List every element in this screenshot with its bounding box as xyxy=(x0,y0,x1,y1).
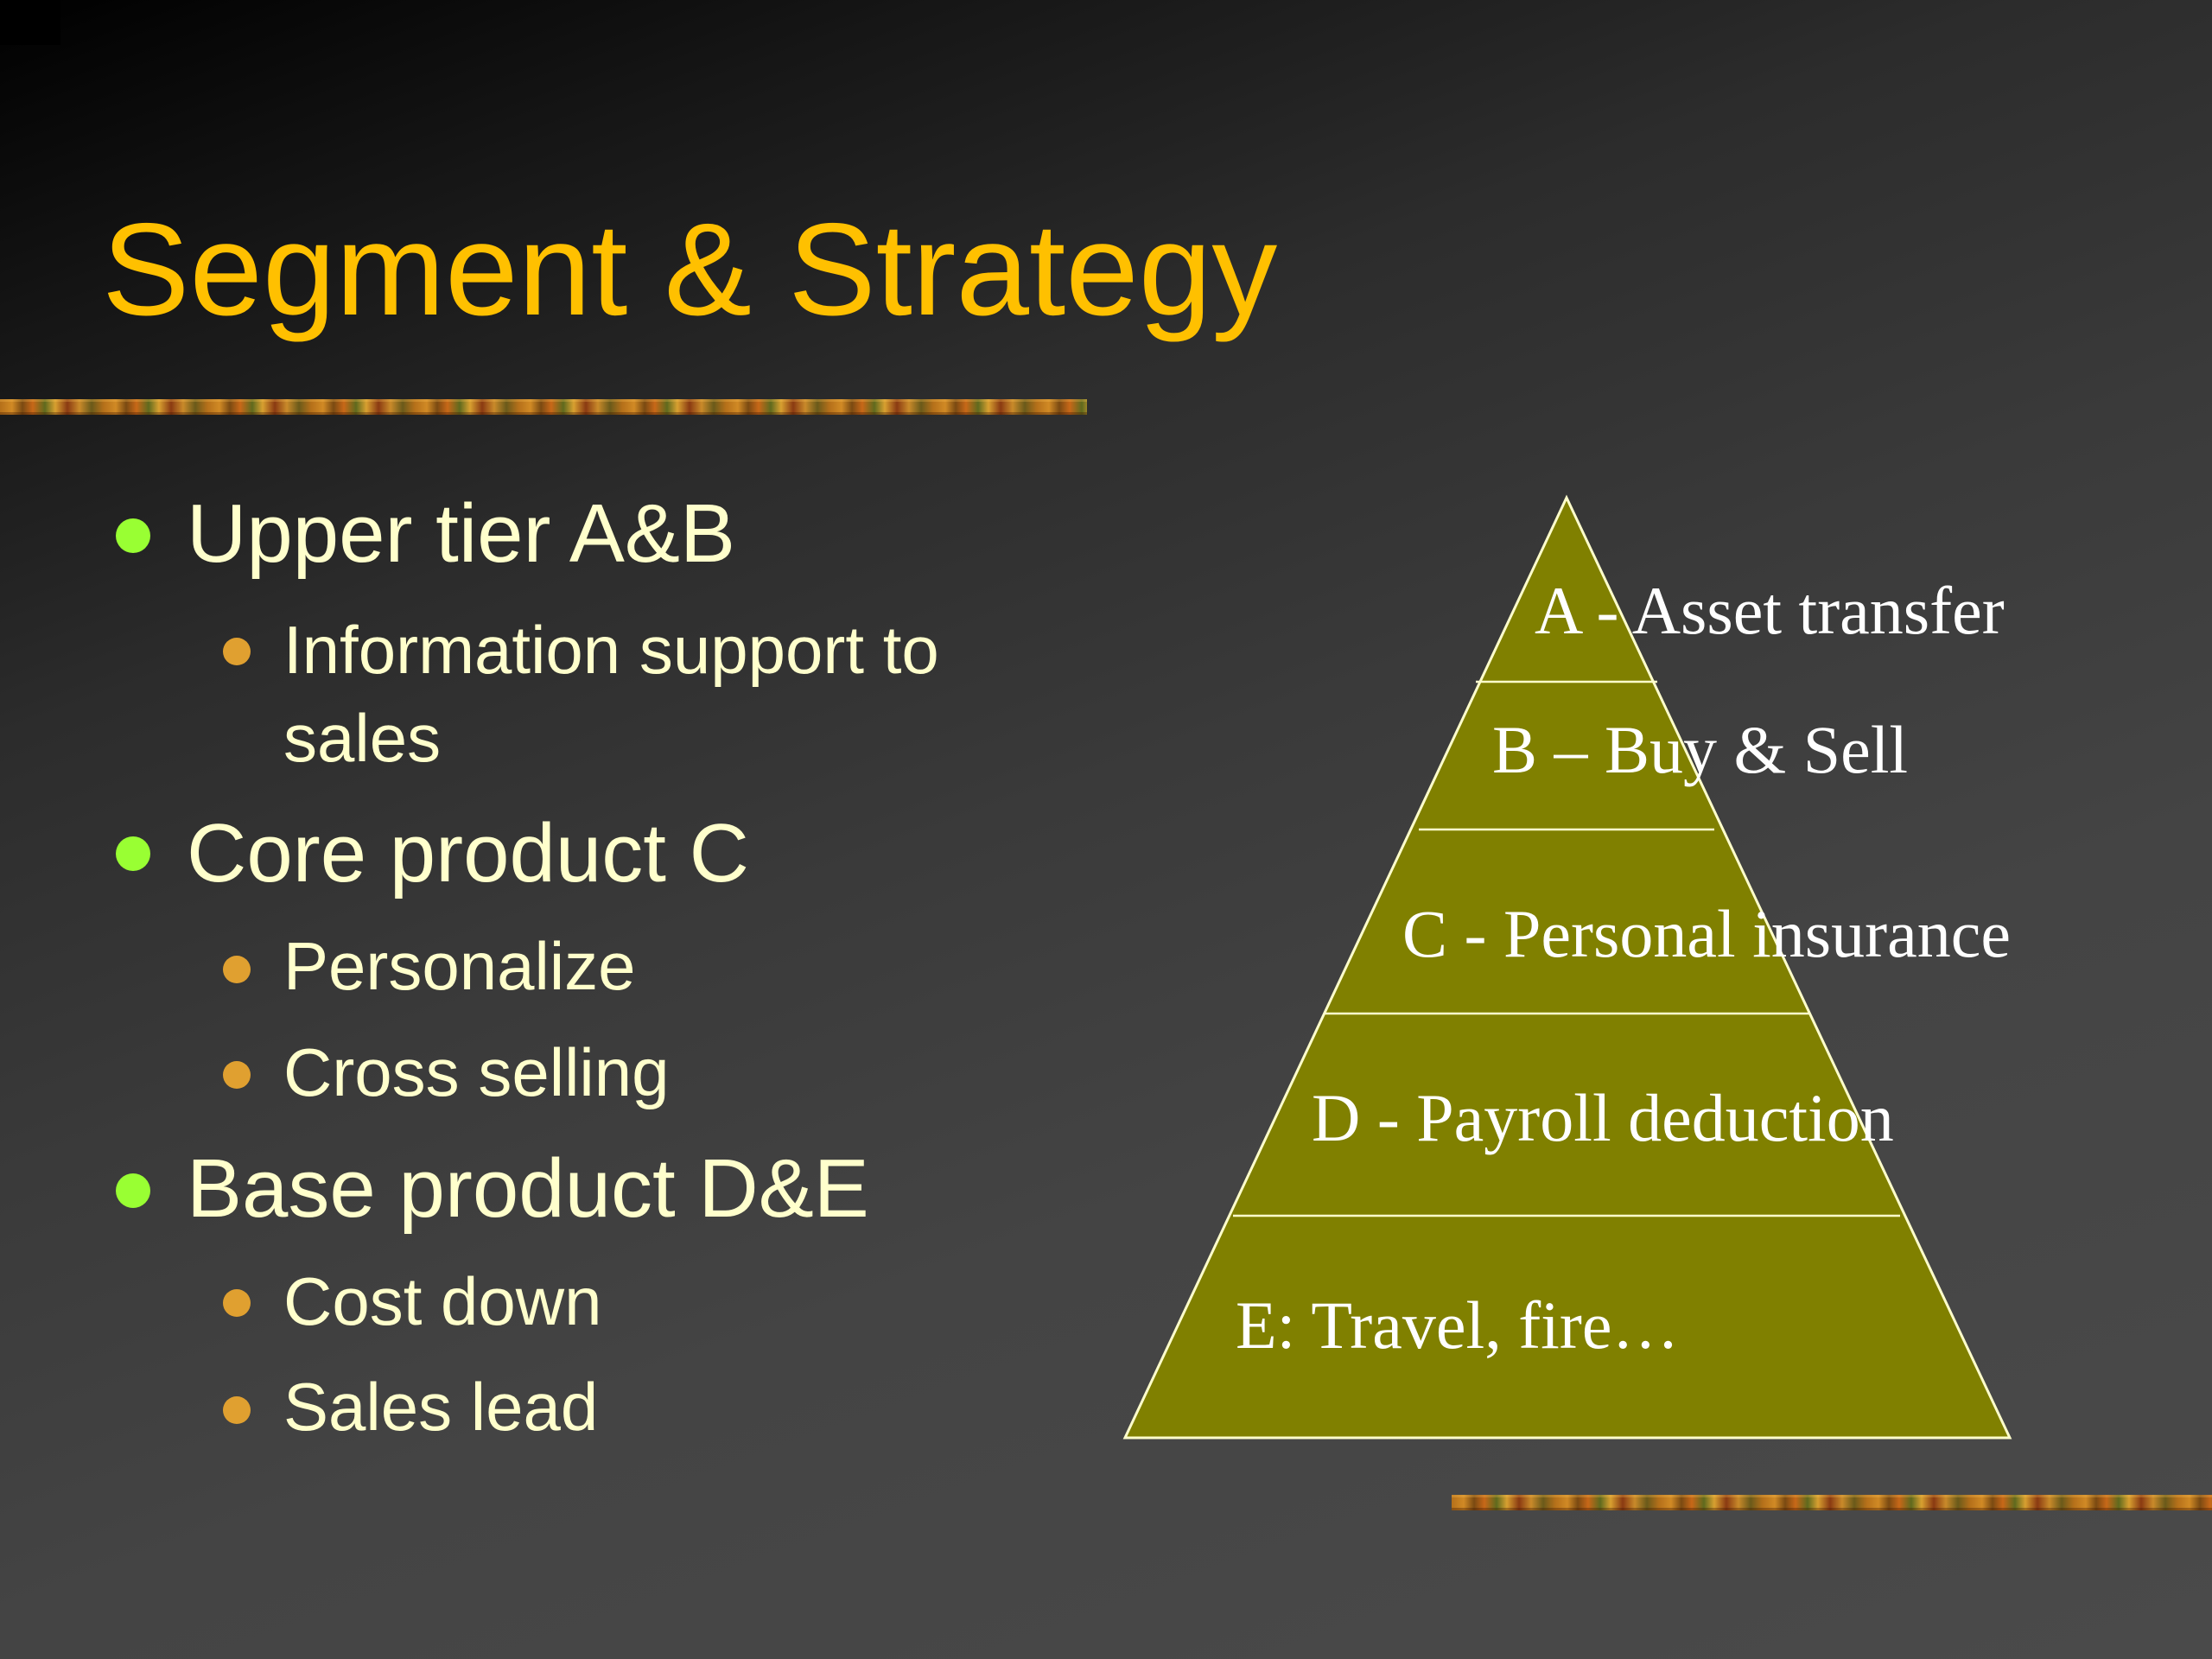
decorative-stripe-top xyxy=(0,399,1087,415)
sub-bullet-dot xyxy=(223,1289,251,1317)
tier-label-c: C - Personal insurance xyxy=(1402,896,2011,971)
decorative-stripe-bottom xyxy=(1452,1495,2212,1510)
sub-bullet-dot xyxy=(223,1061,251,1089)
bullet-dot xyxy=(116,836,150,871)
bullet-base-product: Base product D&E xyxy=(187,1142,869,1235)
slide-title: Segment & Strategy xyxy=(102,196,1278,343)
pyramid-shape xyxy=(1122,494,2012,1440)
bullet-core-product: Core product C xyxy=(187,807,749,899)
sub-bullet-dot xyxy=(223,638,251,665)
tier-label-e: E: Travel, fire… xyxy=(1236,1287,1679,1363)
sub-bullet-information-support: Information support to xyxy=(283,612,939,688)
sub-bullet-sales-lead: Sales lead xyxy=(283,1369,599,1445)
bullet-dot xyxy=(116,1173,150,1208)
tier-label-b: B – Buy & Sell xyxy=(1492,712,1908,787)
bullet-dot xyxy=(116,518,150,553)
tier-label-a: A - Asset transfer xyxy=(1535,573,2005,648)
sub-bullet-dot xyxy=(223,956,251,983)
corner-mark xyxy=(0,0,60,45)
sub-bullet-information-support-cont: sales xyxy=(283,700,442,776)
sub-bullet-dot xyxy=(223,1396,251,1424)
bullet-list: Upper tier A&B Information support to sa… xyxy=(116,487,939,1445)
sub-bullet-personalize: Personalize xyxy=(283,928,636,1004)
sub-bullet-cross-selling: Cross selling xyxy=(283,1034,670,1110)
sub-bullet-cost-down: Cost down xyxy=(283,1263,602,1339)
tier-label-d: D - Payroll deduction xyxy=(1312,1080,1894,1155)
bullet-upper-tier: Upper tier A&B xyxy=(187,487,735,580)
